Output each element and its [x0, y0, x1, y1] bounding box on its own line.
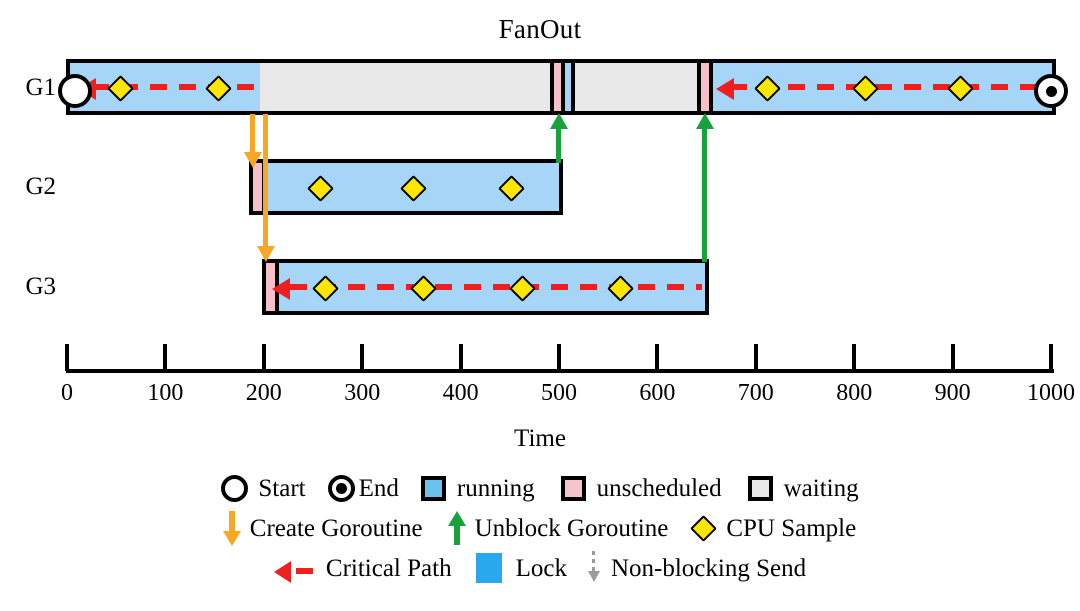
legend-label: Critical Path: [325, 554, 452, 582]
x-axis-tick: [655, 344, 660, 371]
green-up-arrow-icon: [447, 511, 466, 545]
unblock-goroutine-arrow-g2-to-g1: [549, 113, 568, 163]
x-axis-tick: [753, 344, 758, 371]
x-axis-title: Time: [514, 425, 566, 452]
end-marker[interactable]: [1034, 74, 1068, 108]
x-axis-tick-label: 800: [836, 380, 873, 406]
start-marker[interactable]: [58, 74, 92, 108]
x-axis-tick: [458, 344, 463, 371]
x-axis-tick: [1049, 344, 1053, 371]
legend-item-create-goroutine[interactable]: Create Goroutine: [222, 511, 423, 546]
legend-item-cpu-sample[interactable]: CPU Sample: [690, 514, 857, 542]
lane-row-g1[interactable]: [66, 59, 1056, 115]
segment-unscheduled[interactable]: [701, 63, 713, 111]
segment-waiting[interactable]: [260, 63, 554, 111]
create-goroutine-arrow-g1-to-g3: [256, 114, 275, 262]
critical-path-line: [290, 284, 702, 290]
x-axis-tick-label: 700: [737, 380, 774, 406]
legend-item-critical-path[interactable]: Critical Path: [273, 554, 452, 583]
legend-label: waiting: [783, 474, 859, 502]
chart-title: FanOut: [498, 14, 582, 44]
x-axis-tick: [360, 344, 365, 371]
unblock-goroutine-arrow-g3-to-g1: [695, 113, 714, 262]
legend-item-waiting[interactable]: waiting: [747, 474, 859, 502]
x-axis-tick-label: 200: [245, 380, 282, 406]
legend-row-1: Start End running unscheduled waiting: [0, 468, 1080, 508]
legend-label: Start: [258, 474, 306, 502]
legend-row-3: Critical Path Lock Non-blocking Send: [0, 548, 1080, 588]
running-swatch-icon: [420, 475, 446, 501]
critical-path-line: [92, 84, 264, 90]
blue-lock-swatch-icon: [475, 553, 502, 583]
x-axis-tick-label: 600: [639, 380, 676, 406]
x-axis-tick: [557, 344, 561, 371]
x-axis-tick-label: 300: [344, 380, 381, 406]
legend-label: Unblock Goroutine: [474, 514, 669, 542]
x-axis-tick-label: 400: [442, 380, 479, 406]
red-dashed-left-arrow-icon: [273, 557, 322, 583]
lane-label-g3: G3: [25, 273, 56, 300]
x-axis-tick: [163, 344, 168, 371]
x-axis-tick-label: 100: [147, 380, 184, 406]
start-circle-icon: [221, 474, 249, 502]
unscheduled-swatch-icon: [560, 475, 586, 501]
legend: Start End running unscheduled waiting: [0, 468, 1080, 588]
yellow-diamond-icon: [690, 514, 718, 542]
legend-item-non-blocking-send[interactable]: Non-blocking Send: [587, 551, 806, 585]
critical-path-arrow: [716, 78, 734, 100]
x-axis-tick: [950, 344, 955, 371]
x-axis-tick: [852, 344, 857, 371]
legend-item-unscheduled[interactable]: unscheduled: [560, 474, 722, 502]
segment-waiting[interactable]: [575, 63, 701, 111]
legend-label: Non-blocking Send: [610, 554, 807, 582]
legend-item-end[interactable]: End: [327, 474, 399, 502]
lane-label-g2: G2: [25, 173, 56, 200]
waiting-swatch-icon: [747, 475, 773, 501]
x-axis-tick-label: 500: [541, 380, 577, 406]
x-axis-tick: [261, 344, 266, 371]
orange-down-arrow-icon: [222, 511, 241, 546]
x-axis-tick-label: 900: [934, 380, 971, 406]
legend-label: unscheduled: [596, 474, 722, 502]
legend-item-lock[interactable]: Lock: [475, 553, 567, 583]
x-axis-tick-label: 1000: [1027, 380, 1075, 406]
x-axis-line: [66, 369, 1054, 373]
critical-path-arrow: [272, 278, 290, 300]
segment-running[interactable]: [565, 63, 575, 111]
lane-label-g1: G1: [25, 74, 56, 101]
legend-label: Create Goroutine: [249, 514, 423, 542]
legend-item-unblock-goroutine[interactable]: Unblock Goroutine: [447, 511, 669, 545]
legend-label: CPU Sample: [726, 514, 857, 542]
legend-item-start[interactable]: Start: [221, 474, 306, 502]
legend-label: Lock: [515, 554, 567, 582]
x-axis-tick-label: 0: [61, 380, 73, 406]
legend-label: End: [358, 474, 399, 502]
legend-item-running[interactable]: running: [420, 474, 535, 502]
end-circle-dot-icon: [327, 474, 355, 502]
x-axis-tick: [65, 344, 69, 371]
create-goroutine-arrow-g1-to-g2: [243, 114, 262, 168]
legend-row-2: Create Goroutine Unblock Goroutine CPU S…: [0, 508, 1080, 548]
legend-label: running: [456, 474, 535, 502]
gray-dotted-down-arrow-icon: [587, 551, 601, 585]
critical-path-line: [730, 84, 1048, 90]
segment-unscheduled[interactable]: [554, 63, 565, 111]
